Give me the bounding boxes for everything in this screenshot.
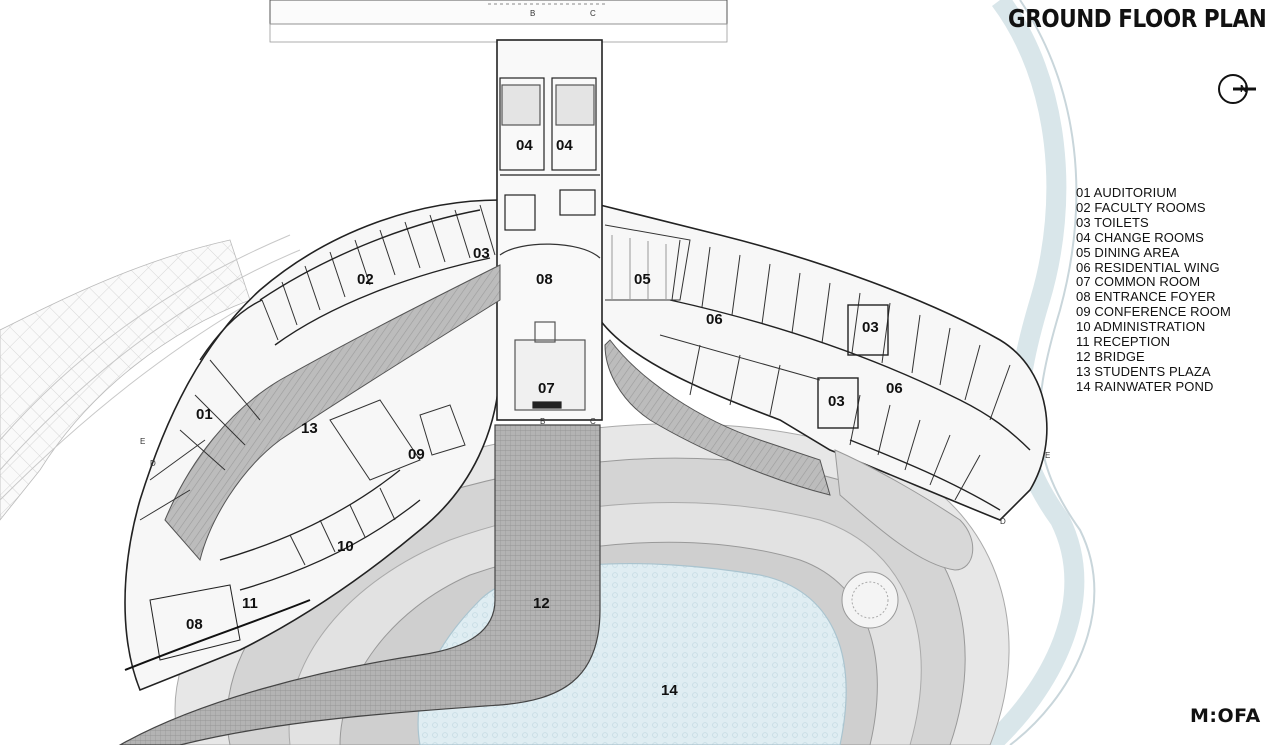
svg-text:B: B — [540, 417, 545, 426]
room-tag-change: 04 — [556, 137, 573, 154]
room-tag-toilets: 03 — [862, 319, 879, 336]
svg-text:D: D — [150, 459, 156, 468]
room-tag-plaza: 13 — [301, 420, 318, 437]
room-tag-toilets: 03 — [473, 245, 490, 262]
legend-item: 12 BRIDGE — [1076, 348, 1145, 364]
tree-icon — [841, 571, 899, 629]
svg-text:C: C — [590, 417, 596, 426]
west-wing-rooms — [124, 204, 496, 671]
legend: 01 AUDITORIUM 02 FACULTY ROOMS 03 TOILET… — [1076, 185, 1231, 395]
east-wing-rooms — [604, 224, 1031, 511]
legend-item: 14 RAINWATER POND — [1076, 378, 1214, 394]
legend-item: 05 DINING AREA — [1076, 244, 1180, 260]
room-tag-bridge: 12 — [533, 595, 550, 612]
top-terrace — [269, 0, 728, 43]
svg-text:E: E — [1045, 451, 1050, 460]
room-tag-auditorium: 01 — [196, 406, 213, 423]
east-wing-outline — [599, 203, 1048, 521]
north-arrow-icon — [1218, 74, 1256, 104]
legend-item: 04 CHANGE ROOMS — [1076, 229, 1204, 245]
room-tag-dining: 05 — [634, 271, 651, 288]
room-tag-toilets: 03 — [828, 393, 845, 410]
legend-item: 08 ENTRANCE FOYER — [1076, 289, 1216, 305]
legend-item: 10 ADMINISTRATION — [1076, 319, 1206, 335]
room-tag-common: 07 — [538, 380, 555, 397]
students-plaza — [164, 264, 501, 562]
legend-item: 09 CONFERENCE ROOM — [1076, 304, 1231, 320]
legend-item: 11 RECEPTION — [1076, 334, 1171, 350]
room-tag-faculty: 02 — [357, 271, 374, 288]
room-tag-residential: 06 — [706, 311, 723, 328]
legend-item: 01 AUDITORIUM — [1076, 185, 1177, 200]
room-tag-foyer: 08 — [536, 271, 553, 288]
room-tag-conference: 09 — [408, 446, 425, 463]
svg-text:D: D — [1000, 517, 1006, 526]
room-tag-administration: 10 — [337, 538, 354, 555]
page-title: GROUND FLOOR PLAN — [1008, 4, 1267, 33]
spine-rooms — [499, 77, 601, 411]
legend-item: 02 FACULTY ROOMS — [1076, 199, 1206, 215]
legend-item: 07 COMMON ROOM — [1076, 274, 1201, 290]
legend-item: 03 TOILETS — [1076, 214, 1149, 230]
south-lawn — [834, 449, 974, 571]
legend-item: 06 RESIDENTIAL WING — [1076, 259, 1220, 275]
room-tag-foyer: 08 — [186, 616, 203, 633]
svg-text:C: C — [590, 9, 596, 18]
section-marks: B C B C E D E D — [140, 9, 1050, 526]
east-ramp — [604, 339, 831, 496]
svg-text:E: E — [140, 437, 145, 446]
room-tag-pond: 14 — [661, 682, 678, 699]
room-tag-reception: 11 — [242, 595, 258, 612]
svg-text:B: B — [530, 9, 535, 18]
room-tag-residential: 06 — [886, 380, 903, 397]
north-label: N — [1240, 84, 1248, 95]
firm-logo: M:OFA — [1190, 705, 1261, 727]
bridge — [118, 424, 601, 745]
room-tags: 01 02 03 03 03 04 04 05 06 06 07 08 08 0… — [186, 137, 903, 699]
legend-item: 13 STUDENTS PLAZA — [1076, 363, 1211, 379]
room-tag-change: 04 — [516, 137, 533, 154]
